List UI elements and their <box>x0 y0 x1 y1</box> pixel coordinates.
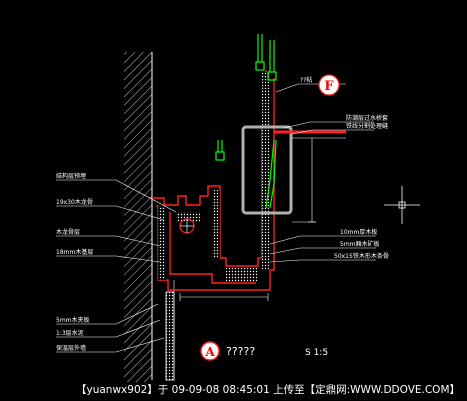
detail-marker: F <box>318 74 340 96</box>
crosshair-cursor <box>384 186 420 224</box>
callout-bottom-left-1: 5mm木夹板 <box>56 316 90 324</box>
callout-bottom-left-2: 1:3层水泥 <box>56 329 84 337</box>
callout-right-2: 铁线分割处理缝 <box>346 122 388 130</box>
screw-detail <box>179 218 195 234</box>
callout-left-3: 木龙骨层 <box>56 228 80 236</box>
callout-left-2: 19x30木龙骨 <box>56 198 93 206</box>
leader-lines <box>56 83 376 353</box>
concrete-wall <box>124 52 153 382</box>
section-title-block: A ????? S 1:5 <box>200 341 328 361</box>
section-title: ????? <box>226 345 255 358</box>
callout-right-4: 5mm厢木矿板 <box>340 240 380 248</box>
section-scale: S 1:5 <box>305 348 328 358</box>
upload-footer: 【yuanwx902】于 09-09-08 08:45:01 上传至【定鼎网:W… <box>0 380 467 401</box>
callout-left-1: 结构层预埋 <box>56 172 86 180</box>
callout-top: ??帖 <box>300 76 312 84</box>
profile-infill <box>158 72 270 282</box>
callout-right-3: 10mm厚木板 <box>340 228 377 236</box>
highlight-box <box>241 125 293 215</box>
callout-bottom-left-3: 保温层外墙 <box>56 344 86 352</box>
svg-text:F: F <box>324 79 334 94</box>
green-members <box>215 34 277 209</box>
section-marker: A <box>204 345 215 359</box>
footer-text: 【yuanwx902】于 09-09-08 08:45:01 上传至【定鼎网:W… <box>76 384 461 396</box>
callout-right-5: 50x15铁木形木条骨 <box>334 252 389 260</box>
callout-right-1: 防潮层过水桥套 <box>346 114 388 122</box>
dimension-lines <box>179 138 316 301</box>
top-band <box>274 130 346 139</box>
callout-left-4: 18mm木基层 <box>56 248 93 256</box>
callout-labels: ??帖 防潮层过水桥套 铁线分割处理缝 10mm厚木板 5mm厢木矿板 50x1… <box>56 76 389 352</box>
base-board-strip <box>165 280 175 381</box>
